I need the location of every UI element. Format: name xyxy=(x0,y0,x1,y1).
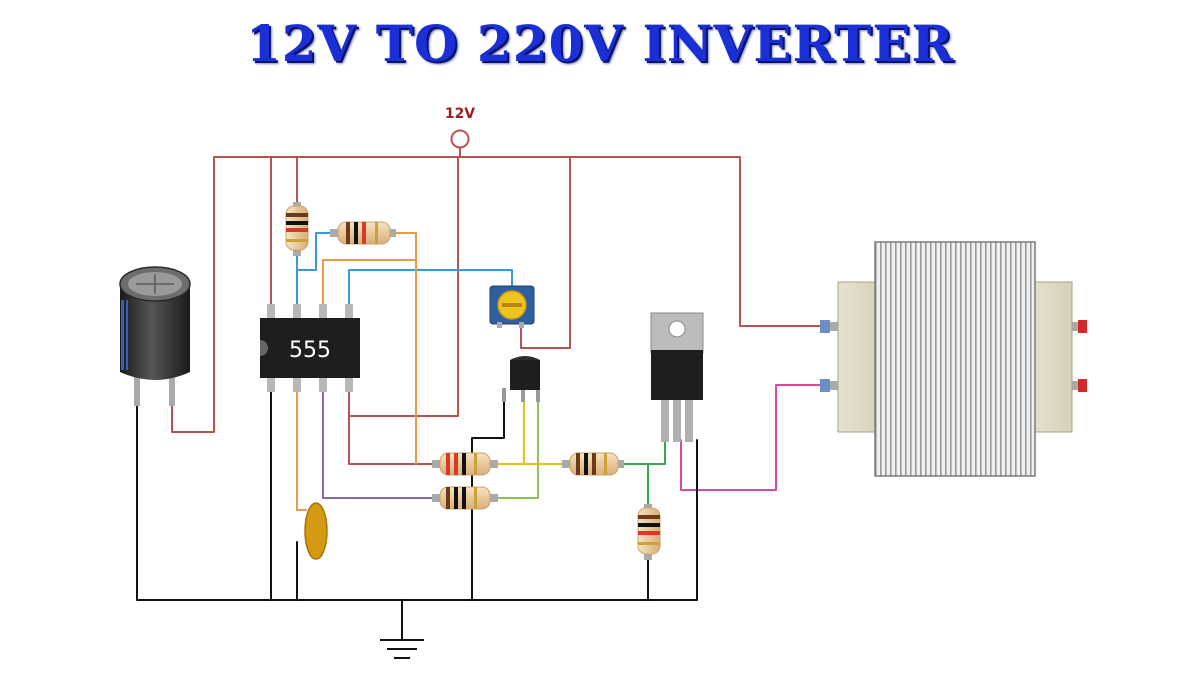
pink-wires xyxy=(680,384,826,491)
555-timer-ic: 555 xyxy=(260,304,360,392)
electrolytic-capacitor xyxy=(119,266,191,406)
ground-wires xyxy=(136,384,698,641)
diagram-title: 12V TO 220V INVERTER xyxy=(245,14,955,73)
yellow-wires xyxy=(486,393,574,466)
power-mosfet xyxy=(650,312,704,442)
resistor-gate xyxy=(562,452,624,476)
supply-terminal: 12V xyxy=(445,106,475,149)
blue-wires xyxy=(296,232,513,309)
supply-wires xyxy=(171,146,826,465)
resistor-horizontal-top xyxy=(330,221,396,245)
resistor-vertical-top xyxy=(285,202,309,256)
purple-wires xyxy=(322,391,445,499)
orange-wires xyxy=(296,232,417,511)
green-wires xyxy=(487,387,539,499)
trimmer-potentiometer xyxy=(489,285,535,328)
step-up-transformer xyxy=(820,241,1087,477)
ground-symbol xyxy=(380,639,424,659)
npn-transistor xyxy=(502,356,540,402)
resistor-row2-left xyxy=(432,486,498,510)
supply-label: 12V xyxy=(445,106,475,122)
gate-wires xyxy=(615,439,666,511)
resistor-row1-left xyxy=(432,452,498,476)
ic-label: 555 xyxy=(289,338,331,363)
resistor-gate-pulldown xyxy=(637,504,661,560)
ceramic-capacitor xyxy=(304,502,328,560)
